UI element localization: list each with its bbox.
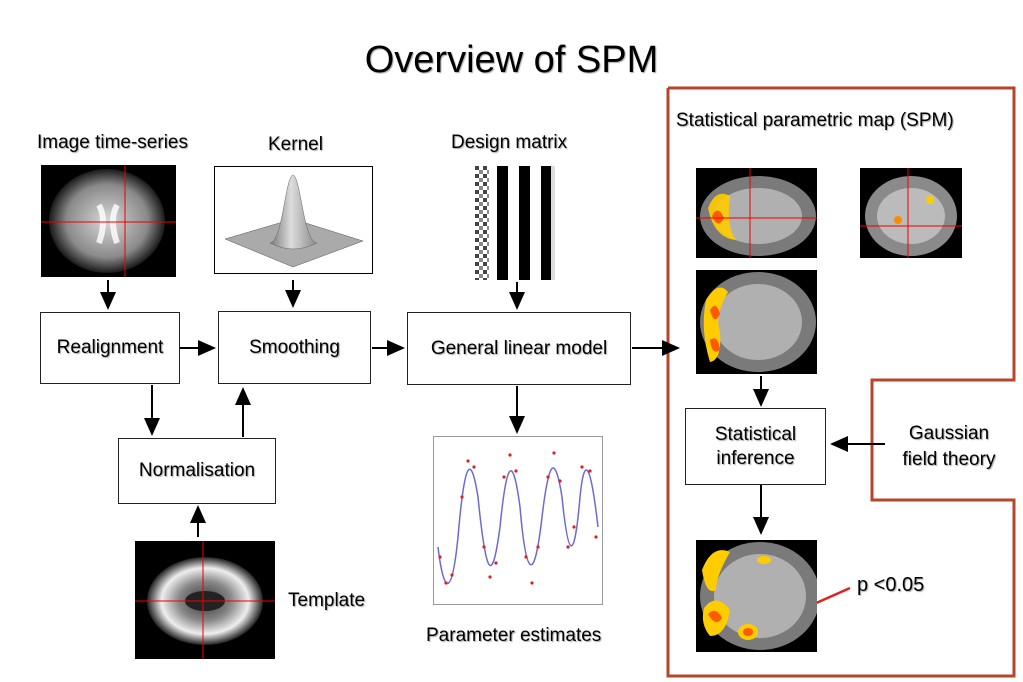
brain-activation-axial-icon xyxy=(696,270,817,374)
brain-scan-icon xyxy=(41,165,176,277)
brain-activation-thresholded-icon xyxy=(696,540,817,652)
brain-activation-icon xyxy=(696,168,817,258)
kernel-label: Kernel xyxy=(268,134,323,155)
design-matrix-icon xyxy=(475,166,555,280)
glm-box[interactable]: General linear model xyxy=(407,312,631,385)
fitted-curve-icon xyxy=(433,436,603,605)
glm-label: General linear model xyxy=(430,337,608,359)
normalisation-box[interactable]: Normalisation xyxy=(118,438,276,504)
p-value-label: p <0.05 xyxy=(857,574,925,596)
realignment-box[interactable]: Realignment xyxy=(40,312,180,384)
page-title: Overview of SPM xyxy=(364,39,659,81)
template-label: Template xyxy=(288,590,366,611)
gaussian-kernel-icon xyxy=(214,166,373,274)
spm-label: Statistical parametric map (SPM) xyxy=(676,110,954,131)
brain-activation-coronal-icon xyxy=(860,168,962,258)
gaussian-line2: field theory xyxy=(902,449,996,470)
gaussian-field-theory-label: Gaussian field theory xyxy=(894,421,1004,473)
inference-label-line1: Statistical xyxy=(714,423,797,445)
design-matrix-label: Design matrix xyxy=(451,132,568,153)
image-time-series-label: Image time-series xyxy=(37,132,188,153)
gaussian-line1: Gaussian xyxy=(908,423,990,444)
smoothing-label: Smoothing xyxy=(249,336,340,358)
inference-box[interactable]: Statistical inference xyxy=(685,408,826,485)
normalisation-label: Normalisation xyxy=(138,460,256,481)
template-brain-icon xyxy=(135,541,275,659)
smoothing-box[interactable]: Smoothing xyxy=(218,311,371,384)
realignment-label: Realignment xyxy=(56,337,164,358)
parameter-estimates-label: Parameter estimates xyxy=(426,625,602,646)
flow-arrows xyxy=(100,280,885,537)
inference-label-line2: inference xyxy=(716,447,795,469)
